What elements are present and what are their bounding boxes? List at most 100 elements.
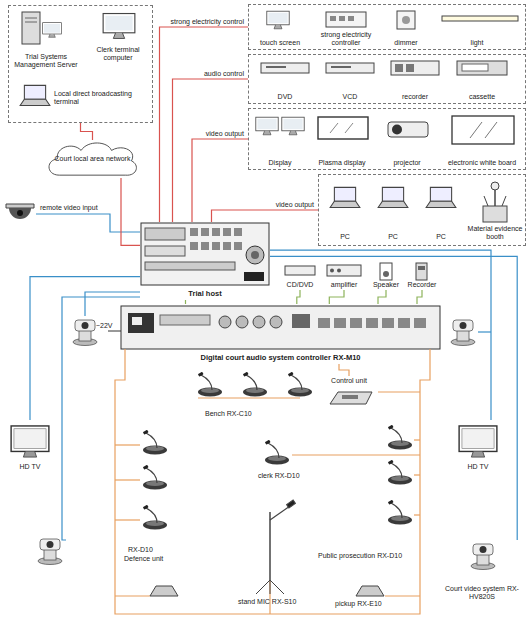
node-label: Display bbox=[269, 159, 292, 167]
touch-screen-icon bbox=[267, 11, 289, 29]
pickup-icon bbox=[150, 586, 384, 596]
cable-connector bbox=[297, 290, 300, 304]
device-node: Control unit bbox=[318, 376, 380, 408]
node-label: VCD bbox=[343, 93, 358, 101]
part-label: stand MIC RX-S10 bbox=[238, 598, 296, 606]
recorder-icon bbox=[391, 61, 439, 75]
node-label: Local direct broadcasting terminal bbox=[54, 90, 150, 106]
cd-dvd-icon bbox=[285, 266, 315, 275]
device-node: Trial Systems Management Server bbox=[12, 8, 80, 70]
device-node: touch screen bbox=[252, 8, 308, 48]
vcd-icon bbox=[326, 63, 374, 73]
device-node: CD/DVD bbox=[282, 262, 318, 290]
device-node: VCD bbox=[319, 58, 381, 102]
node-label: Digital court audio system controller RX… bbox=[200, 354, 360, 363]
node-label: amplifier bbox=[331, 281, 357, 289]
dome-camera bbox=[6, 204, 34, 219]
node-label: Trial host bbox=[188, 290, 221, 299]
desk-microphone bbox=[143, 372, 412, 530]
mic-cable bbox=[115, 349, 430, 614]
device-node: PC bbox=[322, 178, 368, 242]
cable-connector bbox=[329, 290, 344, 304]
cassette-icon bbox=[457, 61, 507, 75]
whiteboard-icon bbox=[452, 116, 514, 144]
node-label: PC bbox=[436, 233, 446, 241]
dimmer-icon bbox=[397, 11, 415, 29]
node-label: electronic white board bbox=[448, 159, 516, 167]
cable-connector bbox=[121, 178, 140, 245]
node-label: dimmer bbox=[394, 39, 417, 47]
device-node: Local direct broadcasting terminal bbox=[12, 76, 150, 120]
node-label: strong electricity controller bbox=[310, 31, 382, 47]
cable-connector bbox=[173, 79, 249, 222]
controller-icon bbox=[326, 12, 366, 27]
device-node: Clerk terminal computer bbox=[86, 8, 150, 63]
network-cloud: Court local area network bbox=[45, 140, 140, 178]
part-label: Public prosecution RX-D10 bbox=[318, 552, 402, 560]
device-node: amplifier bbox=[322, 262, 366, 290]
part-label: pickup RX-E10 bbox=[335, 600, 382, 608]
cable-connector bbox=[30, 277, 140, 420]
speaker-icon bbox=[380, 263, 392, 280]
device-node: Display bbox=[251, 112, 309, 168]
group-frame: DVD VCD recorder cassette bbox=[248, 54, 526, 104]
device-node: Plasma display bbox=[311, 112, 373, 168]
group-frame: Trial Systems Management ServerClerk ter… bbox=[8, 5, 153, 123]
court-camera bbox=[38, 320, 495, 570]
part-label: remote video input bbox=[40, 204, 98, 212]
part-label: clerk RX-D10 bbox=[258, 472, 300, 480]
node-label: Control unit bbox=[331, 377, 367, 385]
power-lead bbox=[108, 331, 121, 332]
device-node: electronic white board bbox=[442, 112, 522, 168]
audio-controller-device bbox=[121, 306, 440, 349]
edge-label: audio control bbox=[203, 70, 245, 78]
part-label: Bench RX-C10 bbox=[205, 410, 252, 418]
group-frame: Display Plasma displayprojector electronic… bbox=[248, 108, 526, 170]
group-frame: PCPCPCMaterial evidence booth bbox=[318, 174, 526, 246]
part-label: Defence unit bbox=[124, 555, 163, 563]
node-label: recorder bbox=[402, 93, 428, 101]
group-frame: touch screenstrong electricity controlle… bbox=[248, 4, 526, 50]
device-node: recorder bbox=[384, 58, 446, 102]
node-label: HD TV bbox=[20, 463, 41, 471]
device-node: Speaker bbox=[370, 262, 402, 290]
recorder-icon bbox=[416, 263, 427, 280]
node-label: Court local area network bbox=[55, 155, 131, 163]
tv-icon bbox=[11, 426, 497, 457]
cable-connector bbox=[212, 210, 319, 222]
trial-host-device bbox=[141, 223, 269, 285]
cable-connector bbox=[378, 290, 386, 304]
controller-node: Digital court audio system controller RX… bbox=[118, 304, 443, 364]
control-unit-icon bbox=[330, 392, 372, 404]
host-node: Trial host bbox=[140, 222, 270, 300]
node-label: Recorder bbox=[408, 281, 437, 289]
device-node: cassette bbox=[449, 58, 515, 102]
cable-connector bbox=[270, 256, 517, 540]
node-label: DVD bbox=[278, 93, 293, 101]
node-label: HD TV bbox=[468, 463, 489, 471]
video-cable bbox=[36, 214, 140, 232]
server-icon bbox=[22, 12, 61, 44]
node-label: Material evidence booth bbox=[466, 225, 524, 241]
device-node: dimmer bbox=[384, 8, 428, 48]
part-label: RX-D10 bbox=[128, 546, 153, 554]
part-label: ~22V bbox=[96, 322, 113, 330]
cable-connector bbox=[185, 300, 186, 304]
edge-label: video output bbox=[205, 130, 245, 138]
plasma-icon bbox=[318, 117, 368, 139]
edge-label: video output bbox=[275, 201, 315, 209]
device-node: HD TV bbox=[5, 420, 55, 472]
cable-connector bbox=[160, 27, 249, 222]
dvd-icon bbox=[261, 63, 309, 73]
device-node: projector bbox=[376, 112, 438, 168]
device-node: strong electricity controller bbox=[310, 8, 382, 48]
video-cable bbox=[478, 331, 491, 332]
node-label: light bbox=[471, 39, 484, 47]
display-icon bbox=[256, 117, 304, 135]
computer-icon bbox=[103, 14, 135, 39]
device-node: PC bbox=[418, 178, 464, 242]
projector-icon bbox=[388, 122, 428, 137]
device-node: Recorder bbox=[404, 262, 440, 290]
node-label: CD/DVD bbox=[287, 281, 314, 289]
edge-label: strong electricity control bbox=[170, 18, 246, 26]
